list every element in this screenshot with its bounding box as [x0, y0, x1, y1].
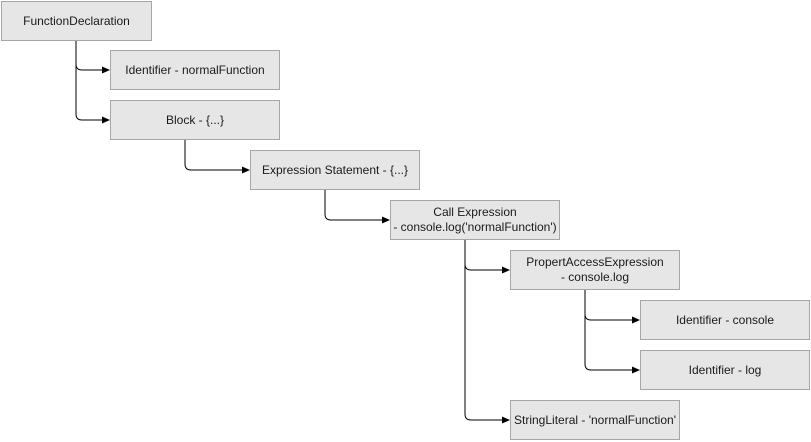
node-function-declaration: FunctionDeclaration	[1, 1, 152, 41]
node-label-line: - console.log('normalFunction')	[393, 220, 557, 234]
node-property-access-expression: PropertAccessExpression - console.log	[510, 250, 680, 290]
node-label-line: FunctionDeclaration	[23, 13, 130, 28]
node-label-line: Call Expression	[433, 205, 517, 219]
node-label-line: Identifier - log	[688, 362, 762, 377]
node-label-line: Identifier - normalFunction	[125, 62, 265, 77]
node-identifier-console: Identifier - console	[640, 300, 810, 340]
node-label-line: Identifier - console	[675, 312, 775, 327]
node-expression-statement: Expression Statement - {...}	[250, 150, 420, 190]
node-string-literal: StringLiteral - 'normalFunction'	[510, 400, 680, 440]
edge-property-access-expression-to-identifier-log	[584, 290, 640, 374]
node-label-line: - console.log	[560, 270, 630, 284]
node-identifier-log: Identifier - log	[640, 350, 810, 390]
node-label-line: StringLiteral - 'normalFunction'	[514, 412, 676, 427]
node-call-expression: Call Expression - console.log('normalFun…	[390, 200, 560, 240]
node-block: Block - {...}	[110, 100, 280, 140]
node-identifier-normal-function: Identifier - normalFunction	[110, 50, 280, 90]
edge-call-expression-to-string-literal	[464, 240, 510, 424]
edge-property-access-expression-to-identifier-console	[584, 290, 640, 324]
node-label-line: PropertAccessExpression	[526, 255, 664, 269]
edge-function-declaration-to-block	[75, 41, 110, 124]
node-label-line: Block - {...}	[165, 112, 225, 127]
edge-call-expression-to-property-access-expression	[464, 240, 510, 274]
edge-block-to-expression-statement	[184, 140, 250, 174]
node-label-line: Expression Statement - {...}	[261, 162, 409, 177]
edge-function-declaration-to-identifier-normal-function	[75, 41, 110, 74]
edge-expression-statement-to-call-expression	[324, 190, 390, 224]
